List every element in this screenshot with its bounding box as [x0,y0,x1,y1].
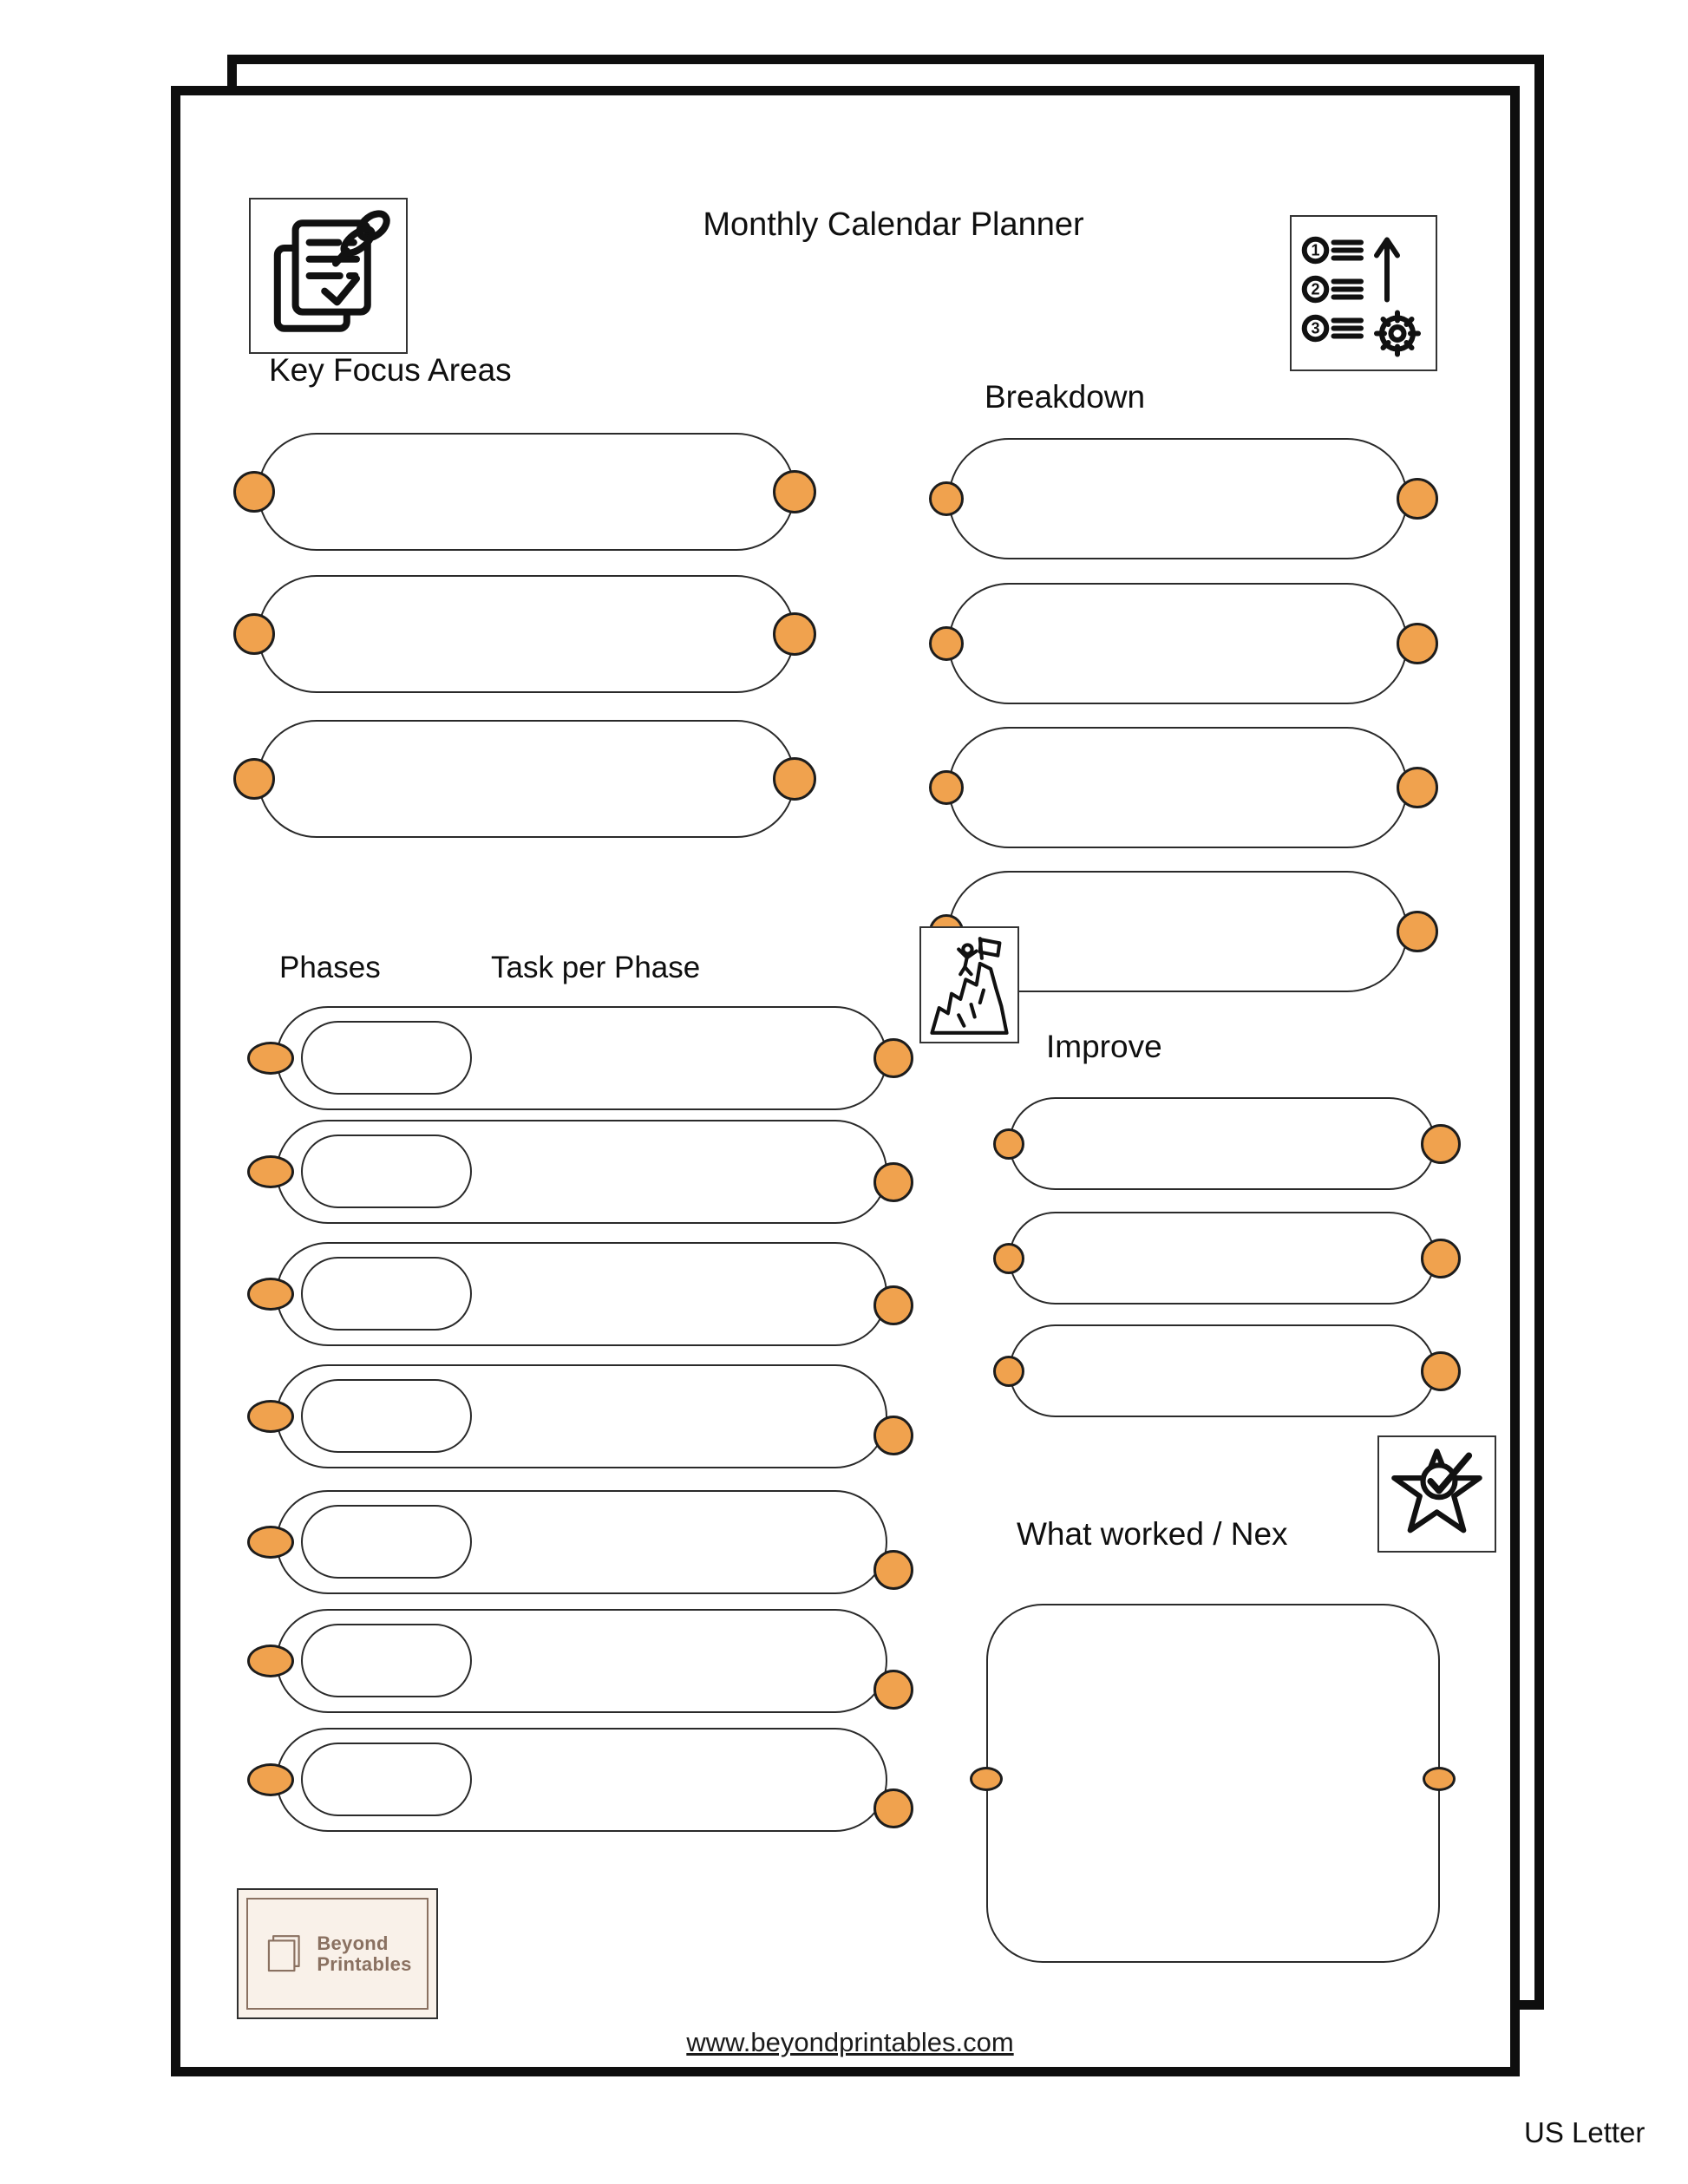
key-focus-field[interactable] [258,575,795,693]
brand-logo-frame: Beyond Printables [246,1898,429,2010]
connector-dot [773,470,816,513]
phase-name-field[interactable] [301,1135,472,1208]
connector-dot [247,1042,294,1075]
brand-logo-line1: Beyond [317,1932,389,1954]
connector-dot [1421,1239,1461,1278]
star-check-icon [1377,1435,1496,1553]
connector-dot [247,1155,294,1188]
stacked-pages-icon [263,1932,308,1977]
phase-name-field[interactable] [301,1379,472,1453]
improve-field[interactable] [1009,1097,1436,1190]
connector-dot [1397,478,1438,520]
page-size-label: US Letter [1524,2116,1645,2148]
connector-dot [1423,1767,1456,1791]
mountain-climb-icon [919,926,1019,1043]
connector-dot [873,1550,913,1590]
improve-field[interactable] [1009,1212,1436,1305]
breakdown-field[interactable] [948,727,1408,848]
breakdown-field[interactable] [948,583,1408,704]
improve-field[interactable] [1009,1324,1436,1417]
numbered-list-gear-icon: 1 2 3 [1290,215,1437,371]
connector-dot [993,1128,1024,1160]
svg-text:2: 2 [1311,281,1319,298]
connector-dot [1421,1351,1461,1391]
brand-logo-text: Beyond Printables [317,1932,412,1975]
connector-dot [233,613,275,655]
connector-dot [773,612,816,656]
connector-dot [873,1416,913,1455]
key-focus-field[interactable] [258,433,795,551]
connector-dot [993,1243,1024,1274]
key-focus-heading: Key Focus Areas [269,352,512,388]
connector-dot [873,1670,913,1710]
connector-dot [873,1162,913,1202]
connector-dot [929,481,964,516]
connector-dot [929,770,964,805]
connector-dot [873,1788,913,1828]
key-focus-field[interactable] [258,720,795,838]
footer-url-link[interactable]: www.beyondprintables.com [686,2027,1014,2057]
connector-dot [873,1038,913,1078]
connector-dot [993,1356,1024,1387]
connector-dot [1421,1124,1461,1164]
pinned-notes-icon [249,198,408,354]
phase-name-field[interactable] [301,1624,472,1697]
phase-name-field[interactable] [301,1743,472,1816]
page-title: Monthly Calendar Planner [703,206,1084,243]
breakdown-field[interactable] [948,438,1408,559]
svg-text:1: 1 [1311,242,1319,259]
connector-dot [247,1645,294,1677]
connector-dot [1397,623,1438,664]
connector-dot [233,758,275,800]
connector-dot [873,1285,913,1325]
what-worked-heading: What worked / Nex [1017,1516,1288,1552]
connector-dot [233,471,275,513]
brand-logo-line2: Printables [317,1952,412,1975]
connector-dot [1397,911,1438,952]
connector-dot [970,1767,1003,1791]
phase-name-field[interactable] [301,1021,472,1095]
phase-name-field[interactable] [301,1257,472,1331]
task-per-phase-heading: Task per Phase [491,951,701,984]
connector-dot [773,757,816,801]
connector-dot [247,1400,294,1433]
improve-heading: Improve [1046,1029,1162,1064]
connector-dot [247,1278,294,1311]
phase-name-field[interactable] [301,1505,472,1579]
what-worked-field[interactable] [986,1604,1440,1963]
phases-heading: Phases [279,951,381,984]
connector-dot [1397,767,1438,808]
connector-dot [929,626,964,661]
connector-dot [247,1763,294,1796]
svg-text:3: 3 [1311,320,1319,337]
breakdown-heading: Breakdown [985,379,1146,415]
brand-logo: Beyond Printables [237,1888,438,2019]
connector-dot [247,1526,294,1559]
